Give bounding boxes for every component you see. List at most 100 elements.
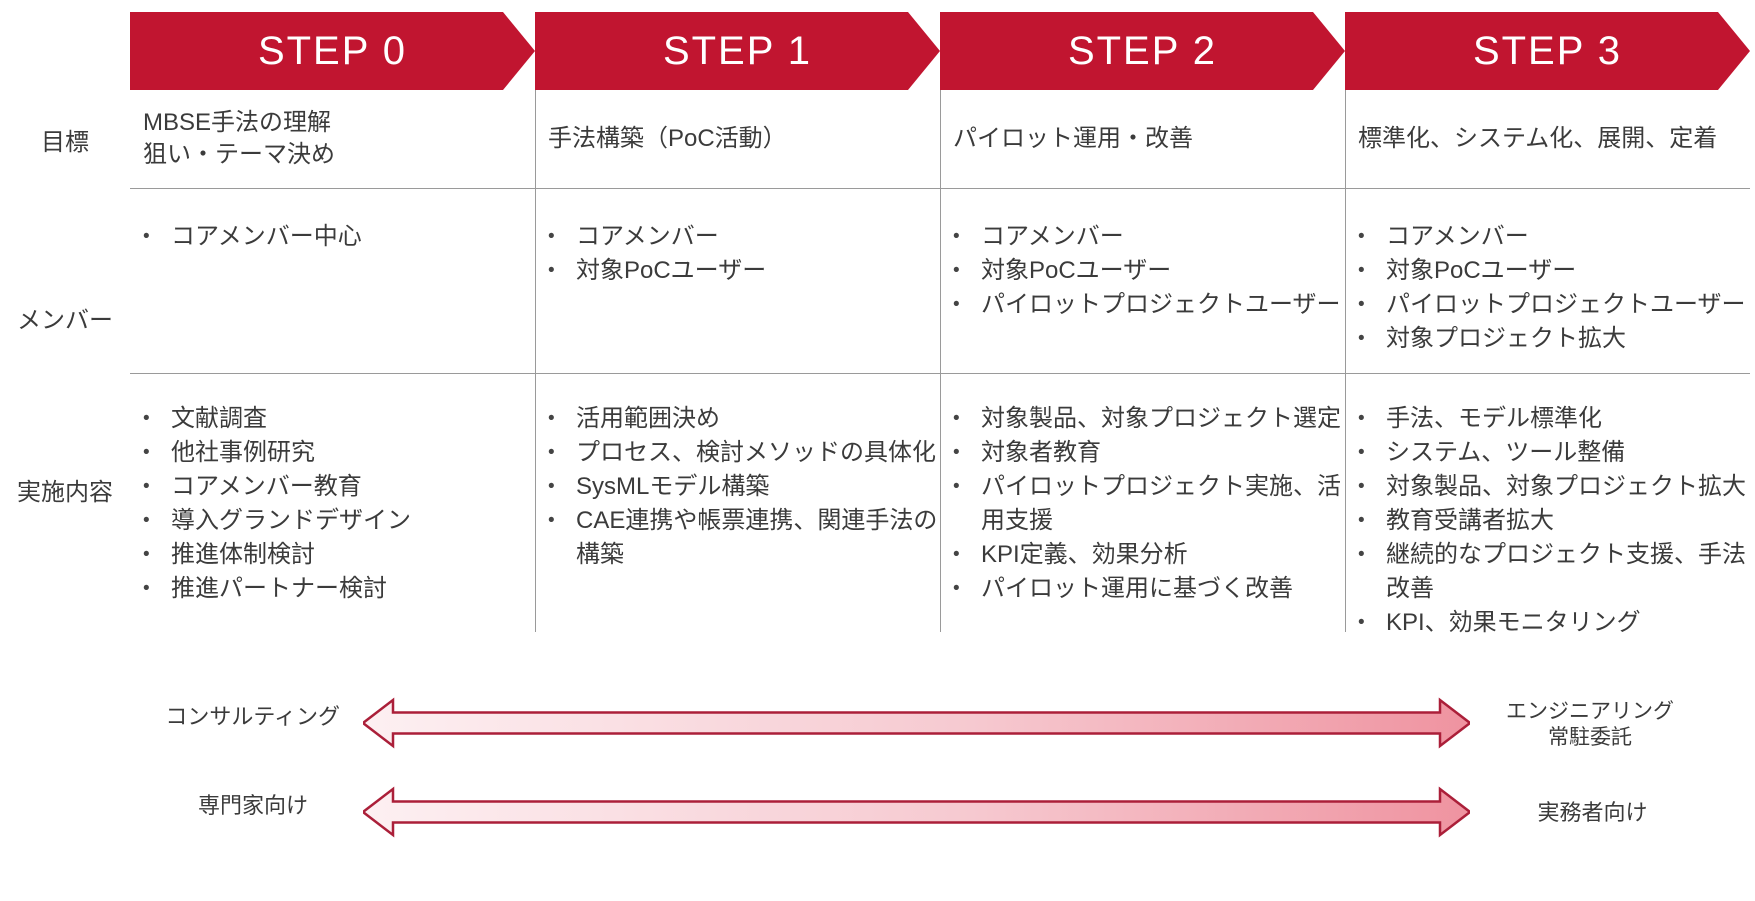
text-line: 手法構築（PoC活動）: [548, 125, 787, 152]
list-item-text: 対象製品、対象プロジェクト拡大: [1386, 473, 1746, 500]
step-banner-1: STEP 1: [535, 12, 940, 90]
bullet-icon: •: [143, 578, 150, 599]
list-item: • 文献調査: [143, 402, 533, 436]
list-item: • 推進体制検討: [143, 538, 533, 572]
list-item-text: パイロット運用に基づく改善: [981, 575, 1293, 602]
bullet-icon: •: [1358, 544, 1365, 565]
step-banner-label: STEP 0: [257, 28, 408, 73]
list-item-text: CAE連携や帳票連携、関連手法の構築: [576, 507, 938, 568]
bullet-icon: •: [953, 442, 960, 463]
bullet-icon: •: [1358, 612, 1365, 633]
bullet-icon: •: [953, 544, 960, 565]
members-cell-step2: •コアメンバー•対象PoCユーザー•パイロットプロジェクトユーザー: [940, 188, 1345, 373]
list-item: • パイロットプロジェクトユーザー: [953, 288, 1343, 322]
goal-cell-step0: MBSE手法の理解狙い・テーマ決め: [130, 90, 535, 188]
text-line: MBSE手法の理解: [143, 109, 332, 136]
arrow1-left-label: コンサルティング: [165, 704, 340, 729]
list-item-text: プロセス、検討メソッドの具体化: [576, 439, 936, 466]
bullet-icon: •: [1358, 328, 1365, 349]
goal-cell-step1: 手法構築（PoC活動）: [535, 90, 940, 188]
arrow2-left-label: 専門家向け: [197, 793, 308, 818]
list-item: • KPI、効果モニタリング: [1358, 606, 1748, 640]
list-item: • SysMLモデル構築: [548, 470, 938, 504]
bullet-icon: •: [1358, 294, 1365, 315]
list-item-text: 対象PoCユーザー: [576, 257, 767, 284]
step-banner-label: STEP 1: [662, 28, 813, 73]
goal-cell-step3: 標準化、システム化、展開、定着: [1345, 90, 1750, 188]
bullet-icon: •: [1358, 260, 1365, 281]
list-item-text: 対象PoCユーザー: [981, 257, 1172, 284]
step-banner-label: STEP 2: [1067, 28, 1218, 73]
row-label-members: メンバー: [17, 307, 113, 334]
list-item: • 対象者教育: [953, 436, 1343, 470]
list-item-text: コアメンバー教育: [171, 473, 362, 500]
list-item-text: コアメンバー: [981, 223, 1124, 250]
list-item-text: 活用範囲決め: [576, 405, 720, 432]
list-item: • パイロットプロジェクトユーザー: [1358, 288, 1748, 322]
list-item-text: 対象プロジェクト拡大: [1386, 325, 1626, 352]
list-item-text: 対象製品、対象プロジェクト選定: [981, 405, 1341, 432]
list-item-text: 文献調査: [171, 405, 267, 432]
list-item-text: システム、ツール整備: [1386, 439, 1626, 466]
list-item: •対象製品、対象プロジェクト選定: [953, 402, 1343, 436]
bullet-icon: •: [143, 408, 150, 429]
bullet-icon: •: [953, 294, 960, 315]
goal-cell-step2: パイロット運用・改善: [940, 90, 1345, 188]
activities-cell-step2: •対象製品、対象プロジェクト選定•対象者教育•パイロットプロジェクト実施、活用支…: [940, 373, 1345, 632]
list-item-text: KPI定義、効果分析: [981, 541, 1188, 568]
list-item-text: 手法、モデル標準化: [1386, 405, 1602, 432]
list-item-text: 対象者教育: [981, 439, 1101, 466]
text-line: パイロット運用・改善: [953, 125, 1193, 152]
bullet-icon: •: [953, 260, 960, 281]
arrow2-right-label: 実務者向け: [1500, 800, 1685, 826]
bullet-icon: •: [143, 442, 150, 463]
bullet-icon: •: [953, 476, 960, 497]
list-item: •対象製品、対象プロジェクト拡大: [1358, 470, 1748, 504]
list-item: •コアメンバー: [1358, 220, 1748, 254]
column-divider: [1345, 90, 1346, 632]
list-item: •導入グランドデザイン: [143, 504, 533, 538]
list-item-text: 対象PoCユーザー: [1386, 257, 1577, 284]
arrow1-right-label: エンジニアリング常駐委託: [1500, 699, 1680, 751]
list-item: • 対象PoCユーザー: [548, 254, 938, 288]
list-item-text: パイロットプロジェクトユーザー: [1386, 291, 1746, 318]
list-item: •コアメンバー中心: [143, 220, 533, 254]
row-divider: [130, 188, 1750, 189]
list-item: • 推進パートナー検討: [143, 572, 533, 606]
bullet-icon: •: [548, 260, 555, 281]
step-banner-label: STEP 3: [1472, 28, 1623, 73]
bullet-icon: •: [548, 408, 555, 429]
row-label-goal: 目標: [41, 128, 89, 156]
bullet-icon: •: [548, 442, 555, 463]
list-item: • パイロット運用に基づく改善: [953, 572, 1343, 606]
list-item: •継続的なプロジェクト支援、手法改善: [1358, 538, 1748, 606]
activities-cell-step1: •活用範囲決め•プロセス、検討メソッドの具体化•SysMLモデル構築•CAE連携…: [535, 373, 940, 632]
row-label-activities: 実施内容: [17, 479, 113, 506]
list-item: • 対象PoCユーザー: [953, 254, 1343, 288]
list-item-text: SysMLモデル構築: [576, 473, 770, 500]
list-item-text: コアメンバー中心: [171, 223, 362, 250]
text-line: 実務者向け: [1537, 800, 1648, 825]
row-divider: [130, 373, 1750, 374]
list-item-text: パイロットプロジェクトユーザー: [981, 291, 1341, 318]
list-item-text: 推進体制検討: [171, 541, 315, 568]
list-item-text: KPI、効果モニタリング: [1386, 609, 1641, 636]
activities-cell-step0: •文献調査•他社事例研究•コアメンバー教育•導入グランドデザイン•推進体制検討•…: [130, 373, 535, 632]
bullet-icon: •: [953, 578, 960, 599]
column-divider: [535, 90, 536, 632]
members-cell-step3: •コアメンバー•対象PoCユーザー•パイロットプロジェクトユーザー•対象プロジェ…: [1345, 188, 1750, 373]
activities-cell-step3: •手法、モデル標準化•システム、ツール整備•対象製品、対象プロジェクト拡大•教育…: [1345, 373, 1750, 636]
bullet-icon: •: [1358, 226, 1365, 247]
bullet-icon: •: [548, 476, 555, 497]
text-line: 常駐委託: [1548, 726, 1632, 749]
list-item-text: 導入グランドデザイン: [171, 507, 411, 534]
bullet-icon: •: [143, 544, 150, 565]
bullet-icon: •: [1358, 510, 1365, 531]
bullet-icon: •: [143, 476, 150, 497]
bullet-icon: •: [1358, 442, 1365, 463]
list-item-text: 推進パートナー検討: [171, 575, 387, 602]
text-line: 狙い・テーマ決め: [143, 141, 335, 168]
bullet-icon: •: [548, 226, 555, 247]
list-item: • KPI定義、効果分析: [953, 538, 1343, 572]
